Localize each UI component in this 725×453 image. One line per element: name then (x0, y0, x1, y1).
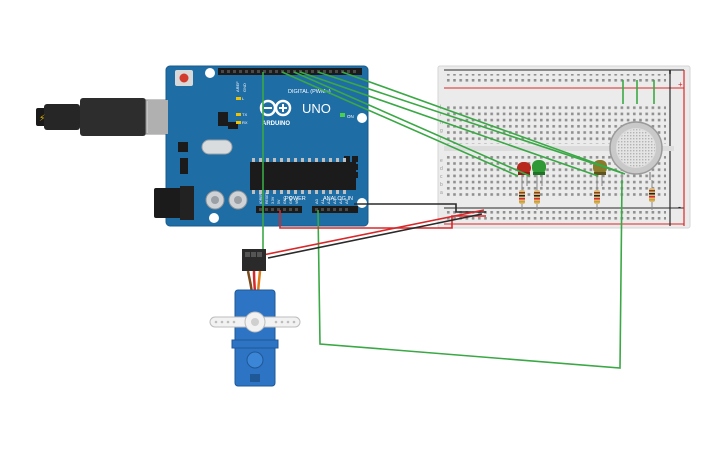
arduino-logo (259, 99, 292, 117)
row-label-h: h (440, 120, 443, 126)
wire-pin-to-sensor (317, 71, 626, 175)
l-label: L (242, 96, 245, 101)
pin-label-a5: A5 (344, 198, 349, 204)
digital-pwm-label: DIGITAL (PWM~) (288, 89, 331, 95)
gnd-label: GND (242, 83, 247, 92)
wire-pin-to-yellow-led (299, 71, 599, 177)
row-label-c: c (440, 174, 443, 180)
pin-label-gnd1: GND (283, 196, 287, 204)
pin-label-ioref: IOREF (259, 193, 263, 204)
pin-label-gnd2: GND (289, 196, 293, 204)
tx-label: TX (242, 112, 247, 117)
row-label-i: i (440, 112, 441, 118)
wire-servo-power (257, 209, 485, 257)
aref-label: AREF (235, 81, 240, 92)
power-pin-labels: IOREF RESET 3.3V 5V GND GND VIN (259, 191, 299, 204)
row-label-f: f (440, 136, 442, 142)
arduino-uno-board: UNO ARDUINO DIGITAL (PWM~) POWER ANALOG … (148, 65, 369, 227)
arduino-model-label: UNO (302, 101, 331, 116)
pin-label-a4: A4 (338, 198, 343, 204)
wire-gnd-to-rail (354, 203, 486, 213)
rail-minus-label: - (678, 202, 681, 212)
row-label-g: g (440, 128, 443, 134)
servo-motor (209, 249, 301, 387)
pin-label-a1: A1 (320, 198, 325, 204)
row-label-a: a (440, 190, 443, 196)
pin-label-5v: 5V (277, 199, 281, 204)
signal-wires (262, 71, 655, 369)
power-label: POWER (285, 196, 306, 202)
resistor (649, 180, 655, 210)
pin-label-a0: A0 (314, 198, 319, 204)
power-wires (257, 70, 671, 259)
gas-sensor (609, 121, 663, 180)
usb-cable: ⚡ (36, 98, 167, 136)
pin-label-reset: RESET (265, 191, 269, 204)
resistor (594, 186, 600, 210)
led-green (532, 160, 546, 186)
rx-label: RX (242, 120, 248, 125)
on-label: ON (347, 114, 354, 119)
pin-label-vin: VIN (295, 198, 299, 204)
pin-label-a3: A3 (332, 198, 337, 204)
analog-pin-labels: A0 A1 A2 A3 A4 A5 (314, 198, 349, 204)
breadboard: j i h g f e d c b a + - (437, 65, 691, 229)
resistor (519, 186, 525, 210)
analog-in-label: ANALOG IN (323, 196, 353, 202)
row-label-e: e (440, 158, 443, 164)
wire-pin-to-sensor-2 (341, 71, 621, 173)
wire-pin-to-green-led (293, 71, 531, 177)
wire-servo-ground (267, 213, 483, 259)
arduino-logo-text: ARDUINO (262, 121, 290, 127)
pin-label-3v3: 3.3V (271, 196, 275, 204)
pin-label-a2: A2 (326, 198, 331, 204)
row-label-d: d (440, 166, 443, 172)
rail-plus-label: + (678, 80, 683, 89)
resistor (534, 186, 540, 210)
wire-pin-to-red-led (281, 71, 519, 177)
row-label-b: b (440, 182, 443, 188)
wire-5v-to-rail (279, 210, 486, 229)
svg-text:⚡: ⚡ (39, 114, 45, 124)
wire-sensor-to-a0 (317, 179, 623, 369)
